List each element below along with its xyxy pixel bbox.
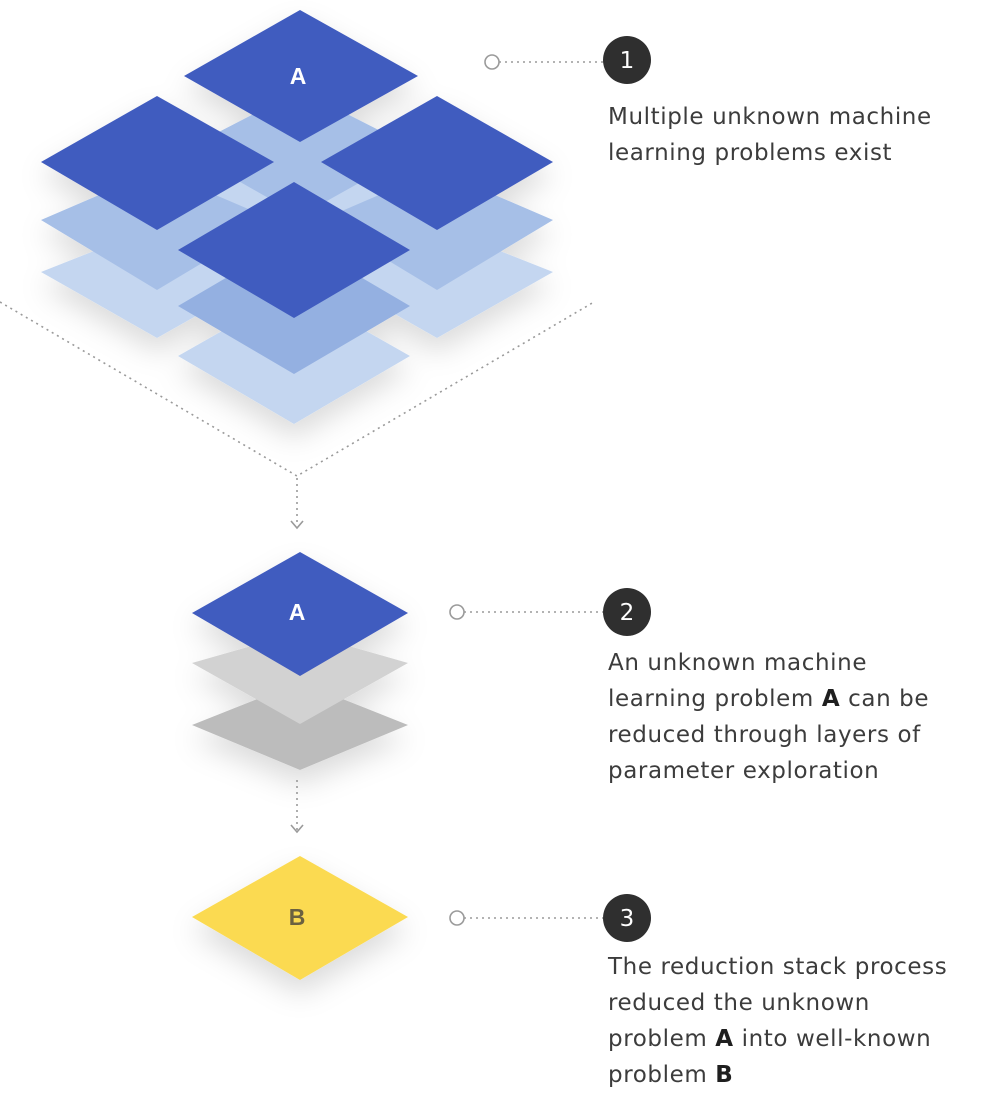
step-3-badge: 3 xyxy=(603,894,651,942)
stage1-stack-cluster xyxy=(41,10,553,424)
stack-left-layer-mid xyxy=(41,170,274,290)
stage3-tile xyxy=(192,856,408,980)
tile-label-b: B xyxy=(289,904,306,930)
tile-left xyxy=(41,96,274,230)
stack-layer-gray-top xyxy=(192,632,408,724)
step-2-badge: 2 xyxy=(603,588,651,636)
step-1-number: 1 xyxy=(620,48,635,74)
tile-top-a xyxy=(184,10,418,142)
stage2-stack xyxy=(192,552,408,770)
step-1-connector xyxy=(484,54,603,70)
step-2-number: 2 xyxy=(620,600,635,626)
step-1-badge: 1 xyxy=(603,36,651,84)
tile-label-a-stage2: A xyxy=(289,599,306,625)
stack-top-layer-mid xyxy=(184,90,418,216)
step-3-number: 3 xyxy=(620,906,635,932)
step-3-connector xyxy=(449,910,603,926)
tile-right xyxy=(321,96,553,230)
tile-label-a-stage1: A xyxy=(290,63,307,89)
step-2-connector xyxy=(449,604,603,620)
funnel-lines xyxy=(0,301,595,477)
tile-b xyxy=(192,856,408,980)
tile-a-stage2 xyxy=(192,552,408,676)
arrow-head-1 xyxy=(290,520,304,530)
stack-layer-gray-bottom xyxy=(192,682,408,770)
arrow-head-2 xyxy=(290,824,304,834)
tile-front xyxy=(178,182,410,318)
